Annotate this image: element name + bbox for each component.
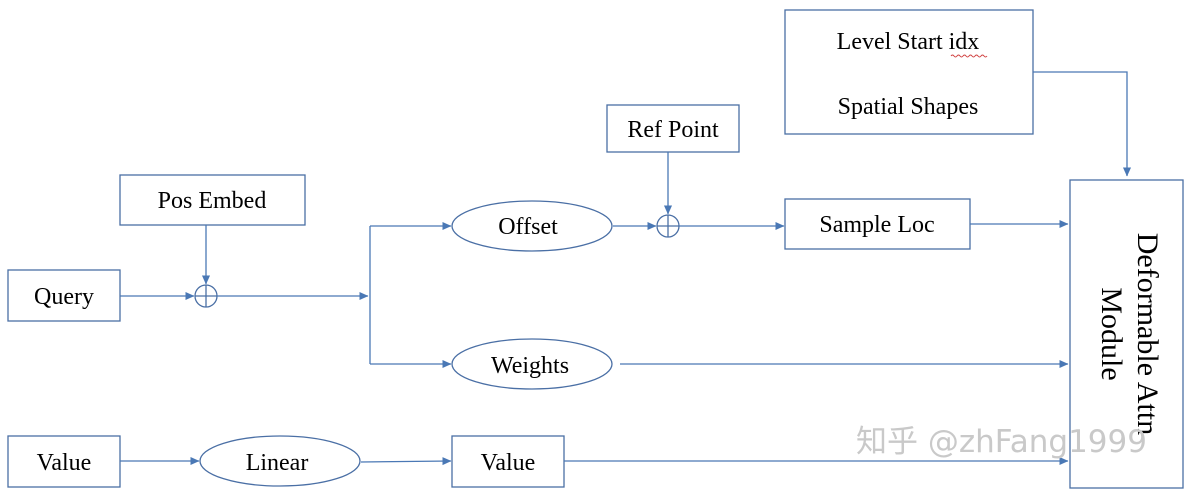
level-start-spatial-shapes-box: Level Start idx Spatial Shapes [784, 9, 1034, 135]
linear-ellipse: Linear [199, 435, 361, 487]
sum-junction-icon [194, 284, 218, 308]
ref-point-box: Ref Point [606, 104, 740, 153]
offset-ellipse: Offset [451, 200, 613, 252]
sum-junction-icon [656, 214, 680, 238]
spatial-shapes-label: Spatial Shapes [838, 94, 979, 120]
level-start-idx-label: Level Start idx [837, 29, 980, 55]
sample-loc-box: Sample Loc [784, 198, 971, 250]
spellcheck-underline [950, 54, 988, 58]
sample-loc-label: Sample Loc [819, 212, 934, 238]
value-projected-box: Value [451, 435, 565, 488]
offset-label: Offset [498, 214, 558, 240]
weights-label: Weights [491, 353, 569, 379]
query-label: Query [34, 284, 94, 310]
level-info-to-module-arrow [1033, 71, 1132, 177]
weights-ellipse: Weights [451, 338, 613, 390]
linear-to-value-arrow [360, 457, 452, 466]
query-box: Query [7, 269, 121, 322]
value-input-box: Value [7, 435, 121, 488]
module-label: Module [1095, 287, 1128, 380]
value-input-label: Value [37, 450, 92, 476]
deformable-attn-label: Deformable Attn [1131, 233, 1164, 435]
pos-embed-box: Pos Embed [119, 174, 306, 226]
linear-label: Linear [246, 450, 309, 476]
pos-embed-label: Pos Embed [158, 188, 267, 214]
deformable-attn-module-box: Deformable Attn Module [1069, 179, 1184, 489]
watermark: 知乎 @zhFang1999 [856, 424, 1147, 460]
ref-point-label: Ref Point [627, 117, 719, 143]
value-projected-label: Value [481, 450, 536, 476]
